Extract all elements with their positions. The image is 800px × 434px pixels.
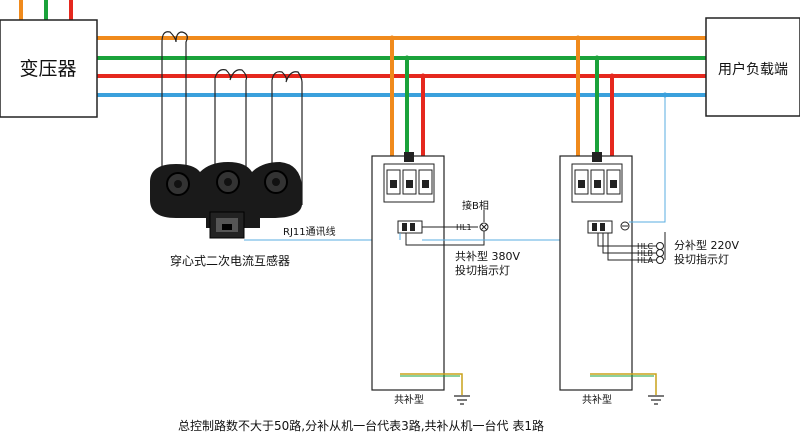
- transformer-label: 变压器: [19, 58, 76, 80]
- ground-icon: [454, 395, 470, 405]
- led-indicator-icon: [479, 222, 489, 232]
- bus-lines: [19, 0, 706, 97]
- led-indicator-icon: [656, 242, 664, 264]
- unit2-type-label: 共补型: [582, 393, 612, 406]
- rj11-port-icon: [209, 211, 245, 239]
- hlc-tag: HLC: [637, 242, 653, 251]
- unit2-lamp-desc-2: 投切指示灯: [674, 252, 729, 266]
- unit1-type-label: 共补型: [394, 393, 424, 406]
- ground-icon: [648, 395, 664, 405]
- transformer-box: 变压器: [0, 19, 98, 118]
- load-label: 用户负载端: [718, 61, 788, 78]
- phase-b-label: 接B相: [462, 199, 489, 212]
- breaker-icon: [383, 152, 435, 203]
- ct-caption: 穿心式二次电流互感器: [170, 253, 290, 268]
- footer-note: 总控制路数不大于50路,分补从机一台代表3路,共补从机一台代 表1路: [178, 418, 544, 433]
- rj11-cable-label: RJ11通讯线: [283, 225, 336, 238]
- ct-wires: [161, 31, 303, 205]
- unit2-lamp-desc-1: 分补型 220V: [674, 238, 739, 252]
- breaker-icon: [571, 152, 623, 203]
- unit-1: 接B相 HL1 共补型 380V 投切指示灯 共补型: [371, 35, 520, 406]
- unit-2: HLC HLB HLA 分补型 220V 投切指示灯 共补型: [559, 35, 739, 406]
- unit1-lamp-desc-2: 投切指示灯: [455, 263, 510, 277]
- hlb-tag: HLB: [637, 249, 653, 258]
- hla-tag: HLA: [637, 256, 654, 265]
- hl1-tag: HL1: [456, 223, 472, 232]
- ct-core-icon: [150, 162, 302, 239]
- unit1-lamp-desc-1: 共补型 380V: [455, 249, 520, 263]
- load-box: 用户负载端: [705, 17, 800, 117]
